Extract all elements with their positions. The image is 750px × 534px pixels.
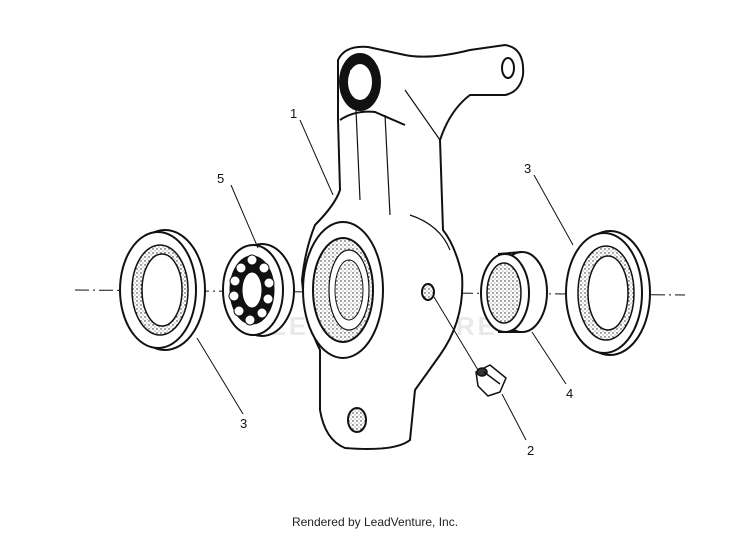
callout-1: 1: [290, 106, 297, 121]
part-3-right-bearing-race: [565, 230, 651, 356]
footer-credit: Rendered by LeadVenture, Inc.: [291, 515, 459, 529]
part-1-spindle-knuckle: [300, 43, 525, 450]
callout-4: 4: [566, 386, 573, 401]
leader-lines: [196, 119, 574, 441]
part-2-grease-fitting: [475, 364, 507, 397]
callout-3-right: 3: [524, 161, 531, 176]
callout-2: 2: [527, 443, 534, 458]
part-3-left-bearing-race: [119, 229, 206, 351]
part-4-bearing-cup: [480, 251, 548, 333]
callout-5: 5: [217, 171, 224, 186]
part-5-ball-bearing: [222, 243, 295, 337]
callout-3-left: 3: [240, 416, 247, 431]
